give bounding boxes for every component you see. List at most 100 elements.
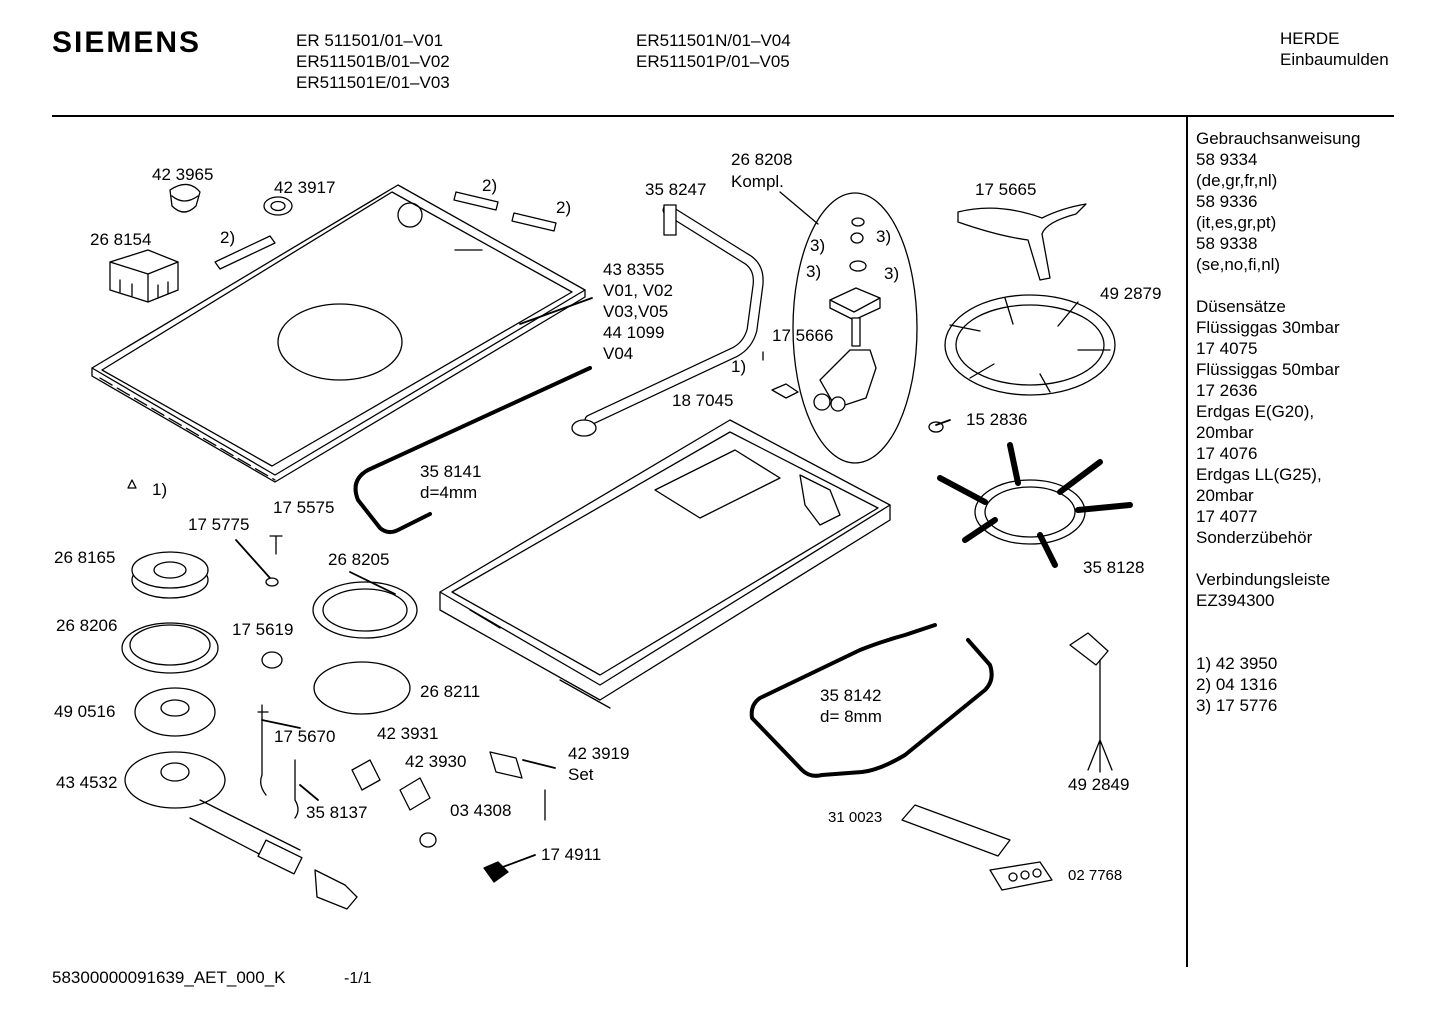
housing-tray-drawing bbox=[439, 419, 891, 709]
model-number: ER511501E/01–V03 bbox=[296, 73, 450, 92]
note-marker: 2) bbox=[556, 198, 572, 217]
gas-pipe-drawing bbox=[571, 204, 764, 437]
wire-4mm-drawing bbox=[353, 366, 592, 535]
part-label: 44 1099 bbox=[603, 323, 665, 342]
model-number: ER511501N/01–V04 bbox=[636, 31, 791, 50]
part-label: 17 5619 bbox=[232, 620, 294, 639]
part-label: 42 3930 bbox=[405, 752, 467, 771]
note-marker: 3) bbox=[884, 264, 900, 283]
part-label: 42 3919 bbox=[568, 744, 630, 763]
knob-seal-drawing bbox=[263, 196, 293, 216]
document-id: 58300000091639_AET_000_K bbox=[52, 968, 286, 987]
part-label: 42 3931 bbox=[377, 724, 439, 743]
cooktop-plate-drawing bbox=[91, 184, 586, 483]
pan-support-small-drawing bbox=[957, 203, 1087, 281]
note-marker: 2) bbox=[220, 228, 236, 247]
seal-strips-drawing bbox=[214, 191, 557, 270]
info-line: 17 4076 bbox=[1196, 444, 1258, 463]
burner-cap-drawing bbox=[131, 551, 209, 599]
info-line: Sonderzübehör bbox=[1196, 528, 1313, 547]
part-label: 49 2849 bbox=[1068, 775, 1130, 794]
part-label: d= 8mm bbox=[820, 707, 882, 726]
model-list-right: ER511501N/01–V04 ER511501P/01–V05 bbox=[636, 30, 791, 72]
info-line: (it,es,gr,pt) bbox=[1196, 213, 1277, 232]
info-line: 1) 42 3950 bbox=[1196, 654, 1278, 673]
info-line: (de,gr,fr,nl) bbox=[1196, 171, 1278, 190]
part-label: 17 5670 bbox=[274, 727, 336, 746]
mains-cable-drawing bbox=[1069, 632, 1113, 773]
part-label: 17 5775 bbox=[188, 515, 250, 534]
part-label: 49 2879 bbox=[1100, 284, 1162, 303]
part-label: 17 4911 bbox=[541, 845, 602, 864]
part-label: 35 8137 bbox=[306, 803, 368, 822]
info-line: 17 4075 bbox=[1196, 339, 1258, 358]
part-label: V01, V02 bbox=[603, 281, 673, 300]
part-label: 35 8142 bbox=[820, 686, 882, 705]
page-indicator: -1/1 bbox=[344, 970, 372, 987]
info-line: Gebrauchsanweisung bbox=[1196, 129, 1361, 148]
model-number: ER 511501/01–V01 bbox=[296, 31, 444, 50]
part-label: 31 0023 bbox=[828, 809, 883, 826]
info-line: Verbindungsleiste bbox=[1196, 570, 1331, 589]
note-marker: 3) bbox=[806, 262, 822, 281]
part-label: 17 5666 bbox=[772, 326, 834, 345]
flame-spreader-drawing bbox=[134, 687, 216, 737]
info-line: 20mbar bbox=[1196, 486, 1254, 505]
info-line: Erdgas LL(G25), bbox=[1196, 465, 1322, 484]
leader-lines bbox=[235, 297, 951, 869]
note-marker: 3) bbox=[876, 227, 892, 246]
exploded-parts-diagram bbox=[91, 183, 1133, 910]
info-line bbox=[1196, 548, 1360, 569]
model-number: ER511501B/01–V02 bbox=[296, 52, 450, 71]
info-line: 20mbar bbox=[1196, 423, 1254, 442]
info-line: EZ394300 bbox=[1196, 591, 1275, 610]
knob-drawing bbox=[169, 183, 201, 213]
info-line: 3) 17 5776 bbox=[1196, 696, 1278, 715]
info-line bbox=[1196, 611, 1360, 632]
info-line: Flüssiggas 50mbar bbox=[1196, 360, 1340, 379]
trim-rings-drawing bbox=[312, 581, 418, 715]
note-marker: 1) bbox=[731, 357, 747, 376]
part-label: 02 7768 bbox=[1068, 867, 1123, 884]
model-number: ER511501P/01–V05 bbox=[636, 52, 790, 71]
part-label: 15 2836 bbox=[966, 410, 1028, 429]
part-label: 35 8128 bbox=[1083, 558, 1145, 577]
note-marker: 1) bbox=[152, 480, 168, 499]
part-label: 26 8205 bbox=[328, 550, 390, 569]
small-parts-drawing bbox=[127, 479, 546, 883]
sidebar-divider bbox=[1186, 117, 1188, 967]
info-line: Flüssiggas 30mbar bbox=[1196, 318, 1340, 337]
part-label: 35 8141 bbox=[420, 462, 482, 481]
category-line: HERDE bbox=[1280, 29, 1340, 48]
burner-ring-drawing bbox=[121, 622, 219, 674]
part-label: V03,V05 bbox=[603, 302, 669, 321]
info-sidebar: Gebrauchsanweisung 58 9334 (de,gr,fr,nl)… bbox=[1196, 128, 1360, 716]
part-label: Kompl. bbox=[731, 172, 784, 191]
info-line: Erdgas E(G20), bbox=[1196, 402, 1315, 421]
part-label: 43 4532 bbox=[56, 773, 118, 792]
note-marker: 2) bbox=[482, 176, 498, 195]
model-list-left: ER 511501/01–V01 ER511501B/01–V02 ER5115… bbox=[296, 30, 450, 93]
category-line: Einbaumulden bbox=[1280, 50, 1389, 69]
header-divider bbox=[52, 115, 1394, 117]
info-line: Düsensätze bbox=[1196, 297, 1286, 316]
part-label: 35 8247 bbox=[645, 180, 707, 199]
info-line: 17 4077 bbox=[1196, 507, 1258, 526]
part-label: 26 8208 bbox=[731, 150, 793, 169]
part-label: 43 8355 bbox=[603, 260, 665, 279]
pan-support-star-drawing bbox=[937, 442, 1133, 568]
info-line: 58 9334 bbox=[1196, 150, 1258, 169]
info-line: (se,no,fi,nl) bbox=[1196, 255, 1281, 274]
note-marker: 3) bbox=[810, 236, 826, 255]
wire-8mm-drawing bbox=[749, 623, 994, 778]
info-line: 58 9336 bbox=[1196, 192, 1258, 211]
valve-assembly-drawing bbox=[762, 191, 918, 464]
part-label: 26 8165 bbox=[54, 548, 116, 567]
part-label: 26 8154 bbox=[90, 230, 152, 249]
part-label: 26 8211 bbox=[420, 682, 481, 701]
info-line: 17 2636 bbox=[1196, 381, 1258, 400]
part-label: 18 7045 bbox=[672, 391, 734, 410]
part-label: 17 5665 bbox=[975, 180, 1037, 199]
part-label: 17 5575 bbox=[273, 498, 335, 517]
info-line: 58 9338 bbox=[1196, 234, 1258, 253]
